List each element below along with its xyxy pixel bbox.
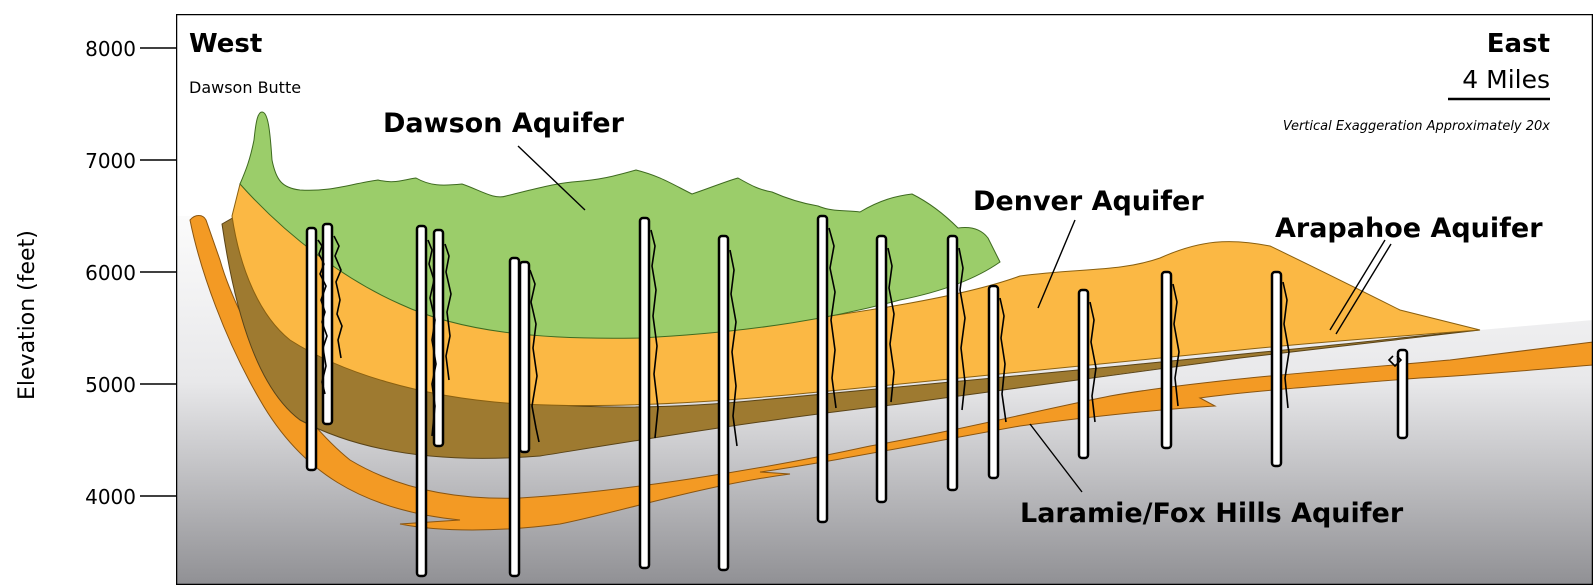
- well-log-traces: [317, 227, 1403, 447]
- borehole-13: [1077, 288, 1090, 460]
- arapahoe-leader-2: [1335, 243, 1392, 335]
- borehole-8: [717, 234, 730, 572]
- borehole-11: [946, 234, 959, 492]
- y-tick-label-4000: 4000: [85, 485, 136, 509]
- borehole-15: [1270, 270, 1283, 468]
- laramie-leader: [1029, 423, 1083, 493]
- borehole-3: [415, 224, 428, 578]
- borehole-10: [875, 234, 888, 504]
- denver-aquifer-label: Denver Aquifer: [973, 186, 1204, 217]
- borehole-5: [508, 256, 521, 578]
- dawson-butte-label: Dawson Butte: [189, 78, 301, 97]
- denver-leader: [1037, 219, 1076, 309]
- vertical-exaggeration-note: Vertical Exaggeration Approximately 20x: [1283, 119, 1550, 134]
- laramie-fox-hills-aquifer-label: Laramie/Fox Hills Aquifer: [1020, 498, 1404, 529]
- y-tick-label-8000: 8000: [85, 37, 136, 61]
- dawson-leader: [517, 145, 586, 211]
- borehole-16: [1396, 348, 1409, 440]
- borehole-7: [638, 216, 651, 570]
- borehole-12: [987, 284, 1000, 480]
- borehole-1: [305, 226, 318, 472]
- dawson-aquifer-label: Dawson Aquifer: [383, 108, 625, 139]
- dawson-layer: [239, 111, 1001, 339]
- laramie-fox-hills-layer: [189, 215, 1593, 531]
- arapahoe-leader: [1329, 239, 1386, 331]
- borehole-14: [1160, 270, 1173, 450]
- y-axis-ticks: [140, 47, 176, 497]
- scale-label: 4 Miles: [1462, 65, 1550, 94]
- y-tick-label-5000: 5000: [85, 373, 136, 397]
- borehole-6: [518, 260, 531, 454]
- y-tick-label-6000: 6000: [85, 261, 136, 285]
- y-tick-label-7000: 7000: [85, 149, 136, 173]
- borehole-9: [816, 214, 829, 524]
- leader-lines: [517, 145, 1392, 493]
- cross-section-panel: [176, 14, 1593, 585]
- borehole-4: [432, 228, 445, 448]
- east-label: East: [1487, 29, 1550, 59]
- y-axis: Elevation (feet) 8000 7000 6000 5000 400…: [15, 37, 176, 509]
- y-axis-label: Elevation (feet): [15, 230, 40, 400]
- arapahoe-aquifer-label: Arapahoe Aquifer: [1275, 213, 1543, 244]
- boreholes: [305, 214, 1409, 578]
- west-label: West: [189, 29, 262, 59]
